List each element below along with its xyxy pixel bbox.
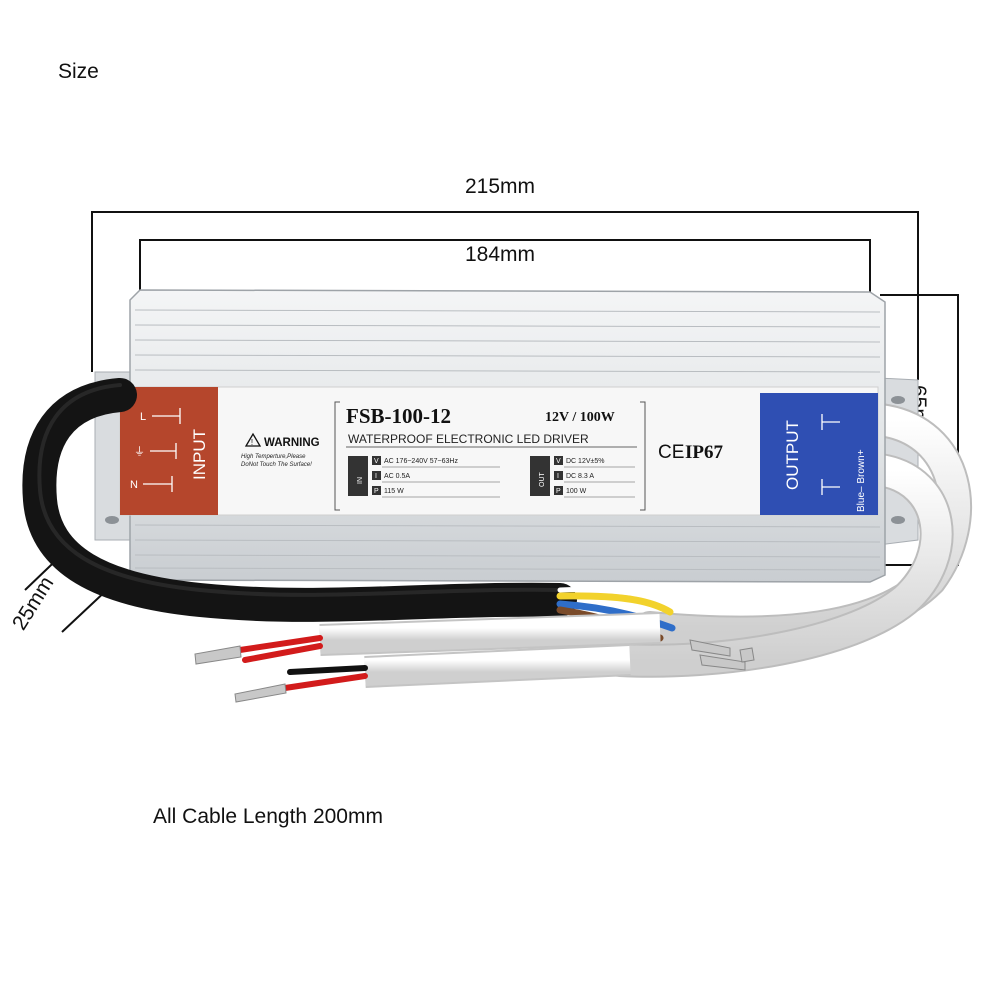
output-panel bbox=[760, 393, 878, 515]
ip-rating: IP67 bbox=[685, 442, 724, 463]
svg-text:I: I bbox=[557, 473, 559, 480]
svg-text:AC 0.5A: AC 0.5A bbox=[384, 473, 410, 480]
svg-text:115 W: 115 W bbox=[384, 488, 404, 495]
svg-text:DC 8.3 A: DC 8.3 A bbox=[566, 473, 594, 480]
ce-mark: CE bbox=[658, 442, 684, 463]
input-wire-tips bbox=[689, 639, 755, 671]
svg-text:!: ! bbox=[251, 438, 253, 447]
rating: 12V / 100W bbox=[545, 410, 615, 425]
body-length-label: 184mm bbox=[465, 243, 536, 266]
output-title: OUTPUT bbox=[783, 420, 802, 490]
overall-length-label: 215mm bbox=[465, 175, 536, 198]
input-cable bbox=[22, 378, 577, 622]
svg-text:100 W: 100 W bbox=[566, 488, 587, 495]
input-terminal-l: L bbox=[140, 411, 146, 423]
input-spec-table: IN V AC 176~240V 57~63Hz I AC 0.5A P 115… bbox=[348, 456, 500, 498]
model-number: FSB-100-12 bbox=[346, 404, 451, 428]
svg-text:OUT: OUT bbox=[539, 472, 546, 488]
warning-triangle-icon bbox=[244, 432, 262, 447]
svg-text:I: I bbox=[375, 473, 377, 480]
product-subtitle: WATERPROOF ELECTRONIC LED DRIVER bbox=[348, 432, 589, 446]
dimension-lines bbox=[24, 211, 959, 633]
product-label: L ⏚ N INPUT ! WARNING High Temperture,Pl… bbox=[119, 386, 879, 516]
input-terminal-ground: ⏚ bbox=[134, 445, 145, 458]
warning-block: ! WARNING High Temperture,Please DoNot T… bbox=[241, 432, 320, 468]
warning-line-2: DoNot Touch The Surface! bbox=[241, 462, 312, 468]
cable-length-note: All Cable Length 200mm bbox=[153, 805, 383, 828]
input-terminal-n: N bbox=[130, 479, 138, 491]
svg-text:IN: IN bbox=[357, 477, 364, 484]
output-wires bbox=[237, 635, 368, 691]
svg-text:V: V bbox=[556, 458, 561, 465]
output-wire-legend: Blue– Brown+ bbox=[856, 449, 867, 512]
warning-title: WARNING bbox=[264, 437, 320, 449]
output-wire-tips bbox=[194, 645, 287, 703]
svg-text:P: P bbox=[556, 488, 561, 495]
svg-text:P: P bbox=[374, 488, 379, 495]
svg-text:DC 12V±5%: DC 12V±5% bbox=[566, 458, 604, 465]
size-heading: Size bbox=[58, 60, 99, 83]
warning-line-1: High Temperture,Please bbox=[241, 454, 306, 460]
input-title: INPUT bbox=[190, 429, 209, 480]
svg-text:V: V bbox=[374, 458, 379, 465]
output-cable-ends bbox=[319, 612, 661, 688]
body-length-bracket bbox=[139, 239, 871, 292]
output-spec-table: OUT V DC 12V±5% I DC 8.3 A P 100 W bbox=[530, 456, 635, 498]
svg-text:AC 176~240V 57~63Hz: AC 176~240V 57~63Hz bbox=[384, 458, 458, 465]
